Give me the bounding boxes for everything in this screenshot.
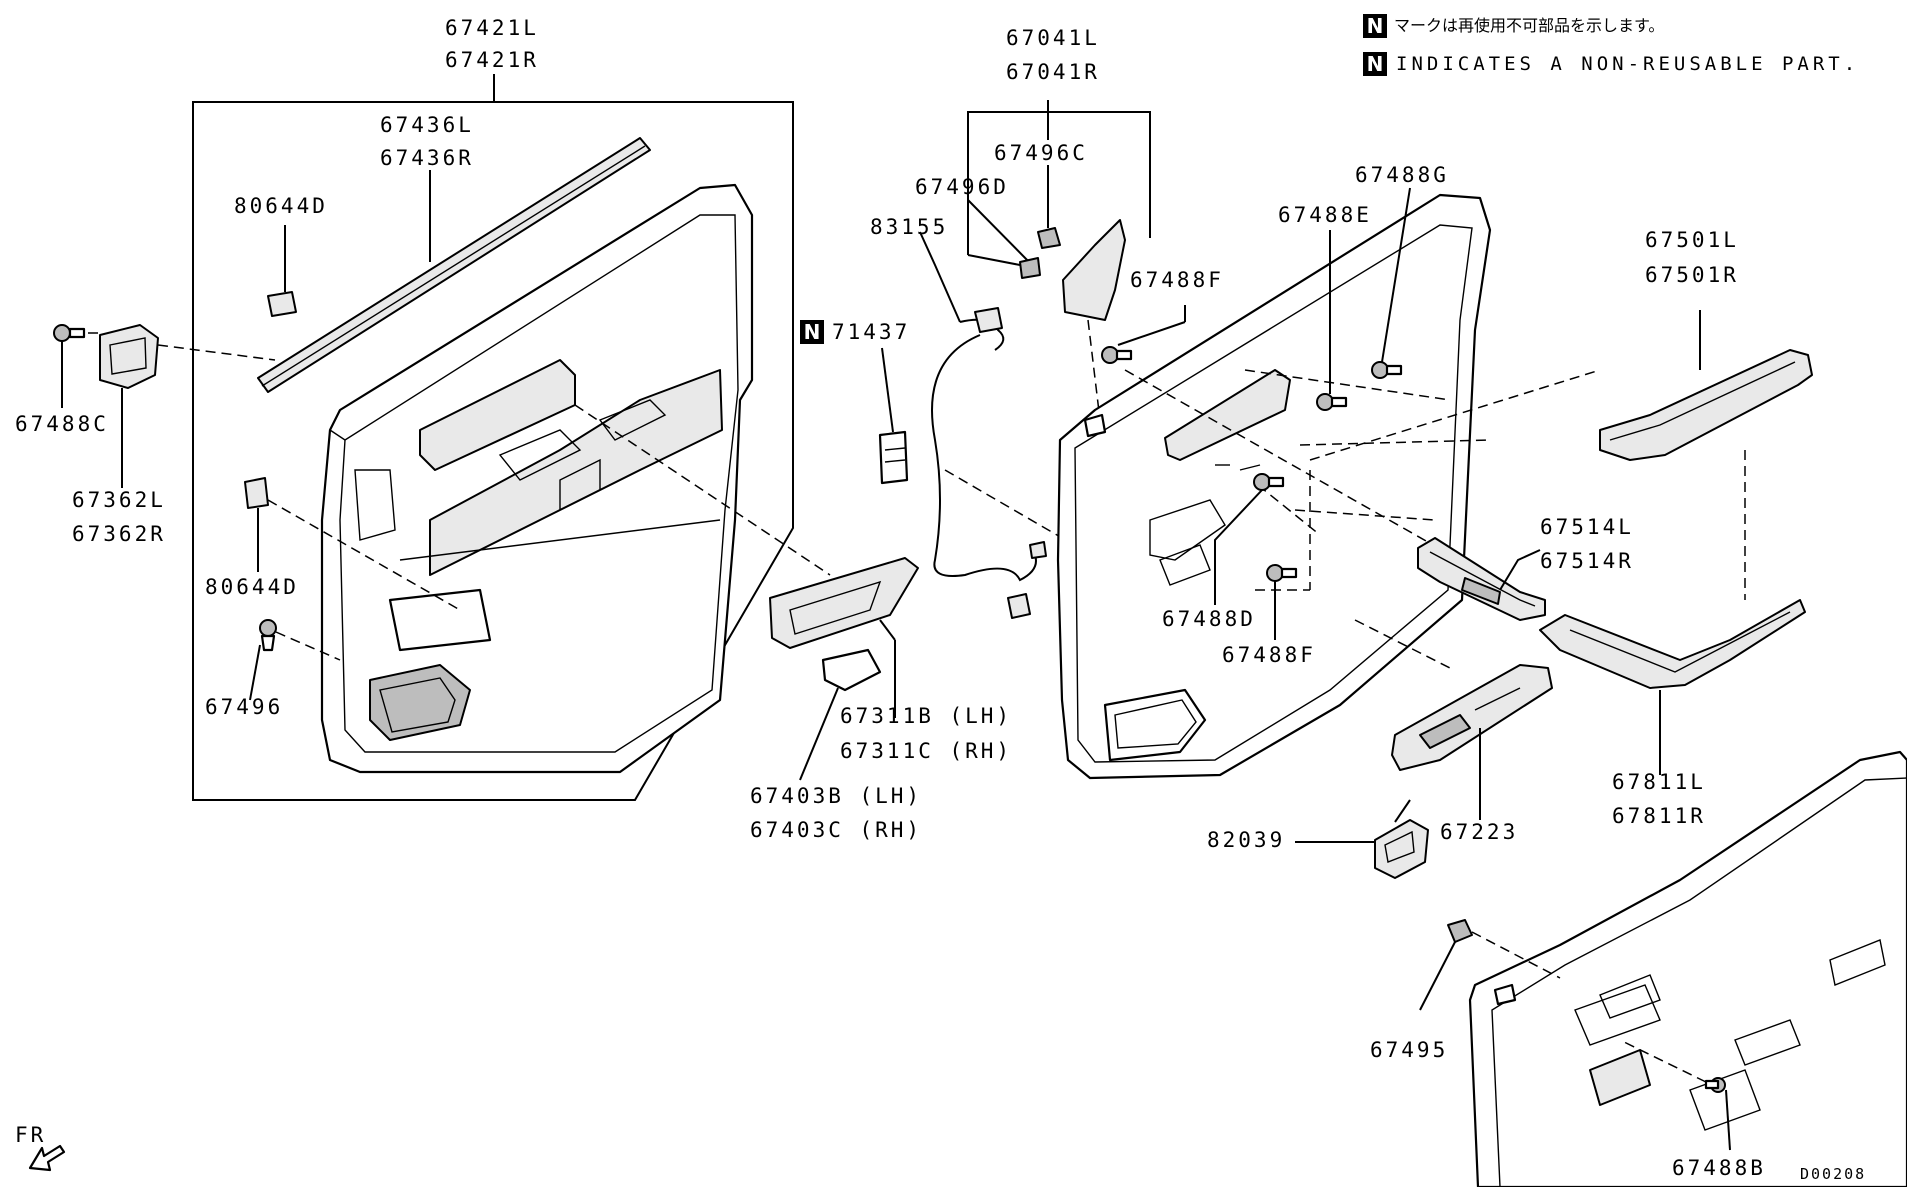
label-67436r: 67436R — [380, 146, 474, 170]
label-67421l: 67421L — [445, 16, 539, 40]
screw-67488f-top — [1101, 346, 1133, 364]
switch-bezel-67514 — [1417, 537, 1546, 621]
non-reusable-note-japanese: マークは再使用不可部品を示します。 — [1394, 16, 1665, 35]
leader-67496 — [249, 644, 261, 701]
leader-67403 — [799, 687, 839, 781]
clip-67496 — [259, 619, 277, 652]
label-67041l: 67041L — [1006, 26, 1100, 50]
front-marker-label: FR — [15, 1123, 47, 1147]
label-82039: 82039 — [1207, 828, 1286, 852]
label-67436l: 67436L — [380, 113, 474, 137]
door-trim-panel-left — [320, 183, 754, 774]
leader-67488d — [1214, 489, 1263, 605]
label-67403b: 67403B (LH) — [750, 784, 923, 808]
leader-67488g — [1381, 187, 1411, 363]
non-reusable-badge-71437: N — [800, 320, 824, 344]
label-67421r: 67421R — [445, 48, 539, 72]
label-67496: 67496 — [205, 695, 284, 719]
screw-67488g — [1371, 361, 1403, 379]
label-67488g: 67488G — [1355, 163, 1449, 187]
label-67488f-top: 67488F — [1130, 268, 1224, 292]
label-67362l: 67362L — [72, 488, 166, 512]
armrest-pad-67501 — [1599, 349, 1813, 461]
screw-67488e — [1316, 393, 1348, 411]
label-67403c: 67403C (RH) — [750, 818, 923, 842]
nut-67496d — [1019, 257, 1041, 279]
label-67496d: 67496D — [915, 175, 1009, 199]
leader-67495 — [1419, 941, 1456, 1011]
label-67488d: 67488D — [1162, 607, 1256, 631]
label-67488b: 67488B — [1672, 1156, 1766, 1180]
label-67811r: 67811R — [1612, 804, 1706, 828]
non-reusable-badge-jp: N — [1363, 14, 1387, 38]
tape-71437 — [878, 430, 909, 485]
inner-handle-67362 — [99, 324, 159, 389]
label-71437: 71437 — [832, 320, 911, 344]
trim-piece-67403 — [821, 648, 882, 692]
label-67514r: 67514R — [1540, 549, 1634, 573]
front-direction-arrow — [28, 1144, 66, 1172]
label-83155: 83155 — [870, 215, 949, 239]
switch-panel-67311 — [769, 557, 919, 649]
non-reusable-note-english: INDICATES A NON-REUSABLE PART. — [1396, 53, 1860, 75]
label-67811l: 67811L — [1612, 770, 1706, 794]
label-67501l: 67501L — [1645, 228, 1739, 252]
leader-67311 — [879, 619, 896, 641]
label-67495: 67495 — [1370, 1038, 1449, 1062]
label-67501r: 67501R — [1645, 263, 1739, 287]
label-67488c: 67488C — [15, 412, 109, 436]
leader-71437 — [881, 347, 894, 433]
label-67362r: 67362R — [72, 522, 166, 546]
screw-67488b — [1704, 1077, 1726, 1093]
diagram-code: D00208 — [1800, 1165, 1867, 1183]
leader-67488b — [1725, 1089, 1731, 1151]
nut-67496c — [1037, 227, 1061, 249]
label-67223: 67223 — [1440, 820, 1519, 844]
label-80644d-bottom: 80644D — [205, 575, 299, 599]
weatherstrip-67436 — [257, 137, 651, 393]
leader-67514 — [1499, 549, 1541, 591]
clip-80644d-top — [267, 291, 297, 317]
switch-panel-67223 — [1391, 664, 1553, 771]
rear-door-panel — [1468, 750, 1907, 1187]
label-67496c: 67496C — [994, 141, 1088, 165]
non-reusable-badge-en: N — [1363, 52, 1387, 76]
leader-67488f-top — [1117, 321, 1186, 346]
clip-80644d-bottom — [244, 477, 269, 509]
label-67311b: 67311B (LH) — [840, 704, 1013, 728]
label-67041r: 67041R — [1006, 60, 1100, 84]
power-window-switch-82039 — [1374, 819, 1429, 879]
tweeter-grille-67041 — [1062, 219, 1126, 321]
label-67488e: 67488E — [1278, 203, 1372, 227]
label-80644d-top: 80644D — [234, 194, 328, 218]
screw-67488c — [53, 324, 86, 342]
label-67311c: 67311C (RH) — [840, 739, 1013, 763]
label-67488f-bottom: 67488F — [1222, 643, 1316, 667]
harness-83155 — [919, 231, 1047, 619]
label-67514l: 67514L — [1540, 515, 1634, 539]
clip-67495 — [1447, 919, 1473, 943]
armrest-base-67811 — [1539, 599, 1806, 689]
